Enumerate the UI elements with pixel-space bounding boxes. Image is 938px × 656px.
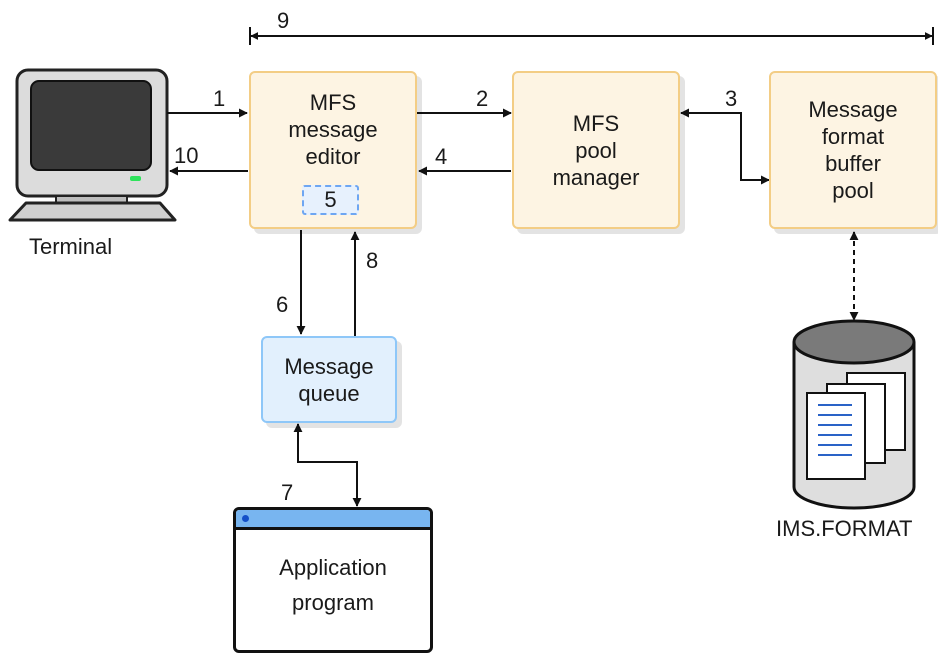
step-1-label: 1 <box>213 86 226 111</box>
step-9-label: 9 <box>277 8 290 33</box>
ims-format-label: IMS.FORMAT <box>776 516 913 541</box>
mfs-pool-manager-box: MFS pool manager <box>512 71 680 229</box>
message-format-buffer-pool-label: Message format buffer pool <box>808 97 898 203</box>
message-queue-label: Message queue <box>284 353 374 406</box>
step-4-label: 4 <box>435 144 448 169</box>
message-format-buffer-pool-box: Message format buffer pool <box>769 71 937 229</box>
ims-format-database-icon <box>792 319 916 510</box>
step-10-label: 10 <box>174 143 199 168</box>
terminal-led <box>130 176 141 181</box>
arrow-step-7 <box>293 423 362 507</box>
step-8-label: 8 <box>366 248 379 273</box>
step-6-label: 6 <box>276 292 289 317</box>
step-5-label: 5 <box>324 187 337 212</box>
application-program-window: Application program <box>233 507 433 653</box>
window-dot-icon <box>242 515 249 522</box>
terminal-icon <box>8 68 177 222</box>
arrow-step-3 <box>680 108 770 185</box>
application-titlebar <box>236 510 430 530</box>
mfs-pool-manager-label: MFS pool manager <box>552 110 640 190</box>
mfs-message-editor-label: MFS message editor <box>288 90 378 169</box>
step-7-label: 7 <box>281 480 294 505</box>
message-queue-box: Message queue <box>261 336 397 423</box>
step-5-box: 5 <box>302 185 359 215</box>
application-program-label: Application program <box>279 555 387 615</box>
step-3-label: 3 <box>725 86 738 111</box>
step-2-label: 2 <box>476 86 489 111</box>
terminal-label: Terminal <box>29 234 113 259</box>
